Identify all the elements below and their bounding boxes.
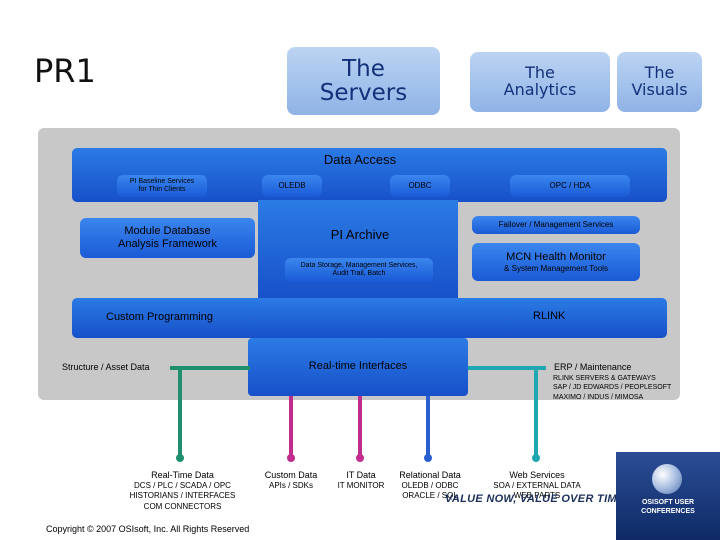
servers-pill: The Servers [287,47,440,115]
structure-asset-label: Structure / Asset Data [62,362,150,372]
relational-data-detail: OLEDB / ODBC ORACLE / SQL [401,480,459,501]
rlink-label: RLINK [533,310,566,322]
visuals-pill: The Visuals [617,52,702,112]
erp-title-label: ERP / Maintenance [554,362,632,372]
custom-data-title: Custom Data [264,470,318,480]
it-data-detail: IT MONITOR [337,480,385,490]
mcn-health-box: MCN Health Monitor & System Management T… [472,243,640,281]
web-services-detail: SOA / EXTERNAL DATA WEB PARTS [493,480,581,501]
opc-hda-box: OPC / HDA [510,175,630,197]
realtime-interfaces-label: Real-time Interfaces [308,360,408,372]
failover-box: Failover / Management Services [472,216,640,234]
copyright-text: Copyright © 2007 OSIsoft, Inc. All Right… [46,524,250,534]
custom-data-detail: APIs / SDKs [268,480,313,490]
data-storage-box: Data Storage, Management Services, Audit… [285,258,433,282]
conference-badge: OSISOFT USER CONFERENCES [616,452,720,540]
relational-data-group: Relational Data OLEDB / ODBC ORACLE / SQ… [390,470,470,502]
web-services-title: Web Services [509,470,565,480]
core-stem [248,338,468,396]
oledb-box: OLEDB [262,175,322,197]
realtime-data-detail: DCS / PLC / SCADA / OPC HISTORIANS / INT… [129,480,236,511]
it-data-title: IT Data [346,470,376,480]
custom-data-group: Custom Data APIs / SDKs [255,470,327,490]
data-access-label: Data Access [323,152,397,167]
odbc-box: ODBC [390,175,450,197]
web-services-group: Web Services SOA / EXTERNAL DATA WEB PAR… [482,470,592,502]
globe-icon [652,464,682,494]
it-data-group: IT Data IT MONITOR [330,470,392,490]
system-tools-label: & System Management Tools [504,263,608,273]
badge-text: OSISOFT USER CONFERENCES [641,499,695,516]
baseline-services-box: PI Baseline Services for Thin Clients [117,175,207,197]
pi-archive-label: PI Archive [330,227,390,242]
core-middle-band [258,200,458,300]
realtime-data-title: Real-Time Data [151,470,214,480]
erp-detail-label: RLINK SERVERS & GATEWAYS SAP / JD EDWARD… [553,375,672,401]
module-database-box: Module Database Analysis Framework [80,218,255,258]
slide-title: PR1 [34,52,96,90]
analytics-pill: The Analytics [470,52,610,112]
relational-data-title: Relational Data [399,470,461,480]
tagline-logo: VALUE NOW, VALUE OVER TIME [445,493,625,505]
top-band [0,0,720,33]
mcn-health-label: MCN Health Monitor [506,250,606,263]
realtime-data-group: Real-Time Data DCS / PLC / SCADA / OPC H… [115,470,250,512]
custom-programming-label: Custom Programming [106,311,213,323]
core-lower-band [72,298,667,338]
